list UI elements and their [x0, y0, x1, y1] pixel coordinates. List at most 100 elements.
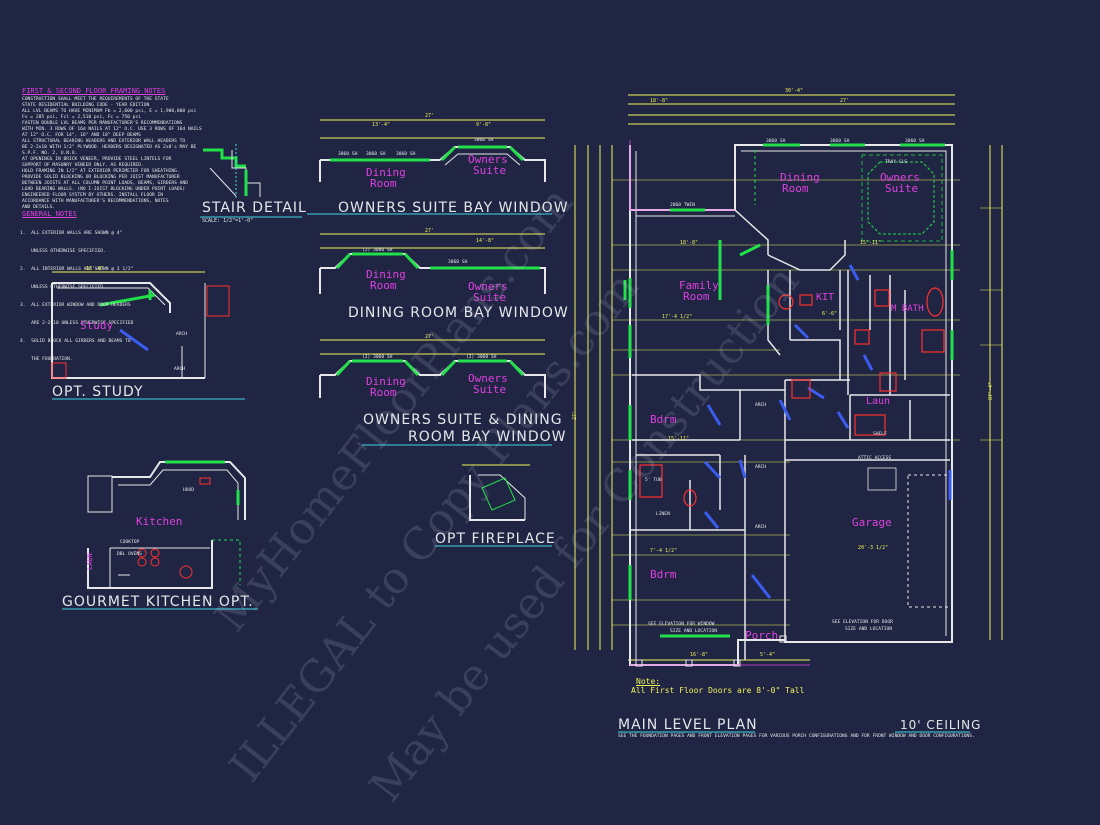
general-note-line: THE FOUNDATION. [20, 357, 73, 362]
opt-fireplace-title: OPT FIREPLACE [435, 531, 556, 547]
bay3-suite-label: Suite [473, 383, 507, 396]
framing-note-line: STATE RESIDENTIAL BUILDING CODE - YEAR E… [22, 103, 150, 108]
bay1-dining-label: Dining [366, 166, 406, 179]
kitchen-hood-label: HOOD [183, 488, 195, 493]
gourmet-kitchen-title: GOURMET KITCHEN OPT. [62, 594, 254, 610]
bay1-window-label-2: 3060 SH [366, 152, 386, 157]
dim-bdrm2-width: 7'-4 1/2" [650, 548, 678, 554]
general-note-line: UNLESS OTHERWISE SPECIFIED. [20, 285, 106, 290]
plan-garage-label: Garage [852, 516, 892, 529]
dim-porch-return: 5'-4" [760, 652, 776, 658]
plan-size-location-note: SIZE AND LOCATION [670, 629, 718, 634]
bay1-owners-label: Owners [468, 153, 508, 166]
study-arch-label: ARCH [176, 332, 188, 337]
plan-tray-ceiling: TRAY CLG [885, 160, 908, 165]
bay1-dim-a: 13'-4" [372, 122, 391, 128]
room-label-study: Study [80, 319, 114, 332]
plan-elev-window-note: SEE ELEVATION FOR WINDOW [648, 622, 715, 627]
bay2-owners-label: Owners [468, 280, 508, 293]
plan-arch-label-3: ARCH [755, 525, 767, 530]
bay1-window-label-3: 3060 SH [396, 152, 416, 157]
bay3-window-label-2: (2) 3060 SH [466, 355, 497, 360]
opt-study-drawing [51, 271, 230, 379]
dim-family-width: 18'-8" [680, 240, 699, 246]
general-note-line: 2. ALL INTERIOR WALLS ARE SHOWN @ 3 1/2" [20, 267, 134, 272]
plan-mbath-label: M BATH [891, 304, 924, 314]
plan-subnote: SEE THE FOUNDATION PAGES AND FRONT ELEVA… [618, 734, 975, 739]
plan-door-size-note: SIZE AND LOCATION [845, 627, 893, 632]
bay3-dining-label: Dining [366, 375, 406, 388]
general-note-line: 4. SOLID BLOCK ALL GIRDERS AND BEAMS TO [20, 339, 131, 344]
dim-family-depth: 17'-4 1/2" [662, 314, 693, 320]
dim-left-overall: 27' [572, 410, 578, 420]
main-level-plan-drawing [574, 94, 1003, 667]
plan-laun-label: Laun [866, 396, 891, 407]
kitchen-cooktop-label: COOKTOP [120, 540, 140, 545]
bay1-room-label: Room [370, 177, 397, 190]
owners-suite-bay-window-drawing [319, 119, 546, 182]
bay3-room-label: Room [370, 386, 397, 399]
bay1-window-label-1: 3060 SH [338, 152, 358, 157]
plan-kit-label: KIT [816, 292, 835, 303]
plan-dining-label: Dining [780, 171, 820, 184]
study-dim: 18'-8" [86, 266, 105, 272]
bay1-dim-b: 9'-8" [476, 122, 492, 128]
bay2-dim: 27' [425, 228, 435, 234]
plan-arch-label-1: ARCH [755, 403, 767, 408]
room-label-laun-kitchen: LAUN [86, 553, 94, 570]
plan-owners-label: Owners [880, 171, 920, 184]
dim-segment-2: 27' [840, 98, 850, 104]
dim-bdrm1-width: 15'-11" [668, 436, 690, 442]
bay2-dining-label: Dining [366, 268, 406, 281]
plan-dining-room-label: Room [782, 182, 809, 195]
combined-bay-title-line2: ROOM BAY WINDOW [408, 429, 567, 445]
dim-porch-width: 16'-8" [690, 652, 709, 658]
framing-note-line: PROVIDE SOLID BLOCKING OR BLOCKING PER J… [22, 175, 180, 180]
stair-detail-title: STAIR DETAIL [202, 200, 307, 216]
combined-bay-title-line1: OWNERS SUITE & DINING [363, 412, 563, 428]
bay1-window-label-4: 3060 SH [474, 138, 494, 143]
plan-arch-label-2: ARCH [755, 465, 767, 470]
framing-note-line: FASTEN DOUBLE LVL BEAMS PER MANUFACTURER… [22, 121, 183, 126]
bay2-suite-label: Suite [473, 291, 507, 304]
general-note-line: ARE 2-2x10 UNLESS OTHERWISE SPECIFIED [20, 321, 134, 326]
dim-kit-depth: 6'-6" [822, 311, 838, 317]
dim-overall-depth: 87'-4" [988, 381, 994, 400]
bay3-window-label-1: (2) 3060 SH [362, 355, 393, 360]
bay2-room-label: Room [370, 279, 397, 292]
room-label-kitchen: Kitchen [136, 515, 183, 528]
plan-window-owners: 3060 SH [905, 139, 925, 144]
general-note-line: 1. ALL EXTERIOR WALLS ARE SHOWN @ 4" [20, 231, 123, 236]
framing-note-line: S.P.F. NO. 2, U.N.O. [22, 151, 78, 156]
bay1-suite-label: Suite [473, 164, 507, 177]
general-note-line: UNLESS OTHERWISE SPECIFIED. [20, 249, 106, 254]
doors-note-text: All First Floor Doors are 8'-0" Tall [631, 686, 805, 695]
bay3-owners-label: Owners [468, 372, 508, 385]
framing-notes-text: CONSTRUCTION SHALL MEET THE REQUIREMENTS… [22, 97, 202, 211]
dining-room-bay-title: DINING ROOM BAY WINDOW [348, 305, 569, 321]
framing-note-line: AT OPENINGS IN BRICK VENEER, PROVIDE STE… [22, 157, 172, 162]
doors-note-label: Note: [636, 677, 661, 686]
general-note-line: 3. ALL EXTERIOR WINDOW AND DOOR HEADERS [20, 303, 131, 308]
gourmet-kitchen-drawing [87, 460, 246, 589]
study-arch-label-2: ARCH [174, 367, 186, 372]
plan-window-dining-2: 3060 SH [830, 139, 850, 144]
framing-note-line: ALL STRUCTURAL BEARING HEADERS AND EXTER… [22, 139, 186, 144]
plan-window-dining: 3060 SH [766, 139, 786, 144]
plan-tub-label: 5' TUB [645, 478, 662, 483]
framing-note-line: ACCORDANCE WITH MANUFACTURER'S RECOMMEND… [22, 199, 169, 204]
plan-window-twin: 2060 TWIN [670, 203, 695, 208]
plan-porch-label: Porch [745, 629, 779, 642]
plan-bdrm-label-1: Bdrm [650, 413, 677, 426]
framing-note-line: AT 12" O.C. FOR 14", 16" AND 18" DEEP BE… [22, 133, 141, 138]
dim-segment-1: 18'-8" [650, 98, 669, 104]
plan-linen-label: LINEN [656, 512, 670, 517]
plan-suite-label: Suite [885, 182, 919, 195]
plan-family-label: Family [679, 279, 719, 292]
plan-bdrm-label-2: Bdrm [650, 568, 677, 581]
framing-note-line: ENGINEERED FLOOR SYSTEM BY OTHERS. INSTA… [22, 193, 164, 198]
dim-overall-width: 30'-4" [785, 88, 804, 94]
ceiling-height-label: 10' CEILING [900, 718, 982, 732]
